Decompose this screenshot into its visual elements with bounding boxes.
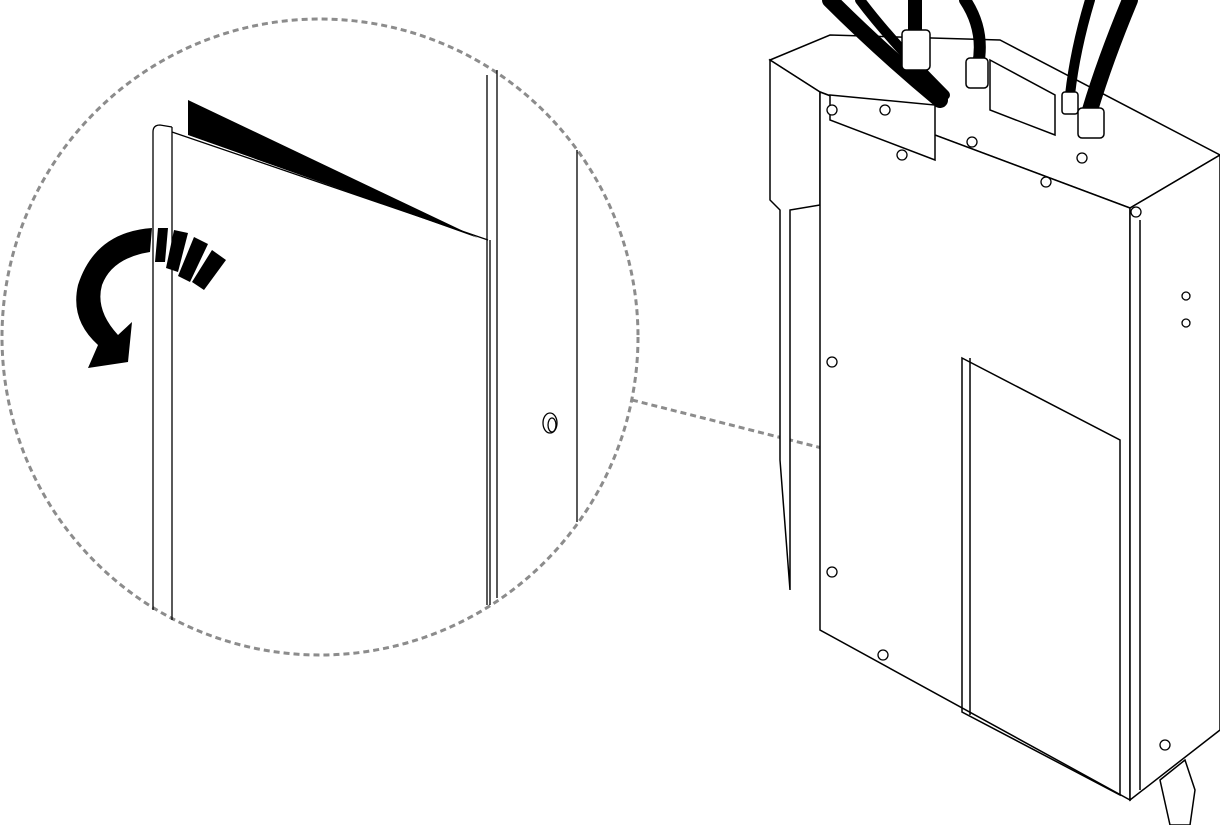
- device-unit: [768, 34, 1220, 825]
- curved-arrow-icon: [76, 228, 226, 368]
- screw: [966, 136, 978, 148]
- screw: [877, 649, 889, 661]
- panel-edge-left: [152, 124, 173, 610]
- device-side-face: [1129, 154, 1220, 802]
- panel-gap-wedge: [188, 100, 478, 238]
- screw: [826, 566, 838, 578]
- callout-circle: [0, 17, 640, 657]
- screw: [879, 104, 891, 116]
- hose: [1065, 0, 1095, 100]
- screw-hole-inner: [547, 417, 557, 433]
- screw: [826, 104, 838, 116]
- device-screws: [826, 104, 1191, 751]
- screw: [1130, 206, 1142, 218]
- screw: [1040, 176, 1052, 188]
- fitting: [1077, 107, 1105, 139]
- fitting: [901, 29, 931, 71]
- hose-fittings: [901, 29, 1105, 139]
- detail-panel: [152, 70, 578, 620]
- device-left-bracket: [769, 58, 821, 591]
- hose: [822, 0, 948, 108]
- fitting: [965, 57, 989, 89]
- screw: [1181, 291, 1191, 301]
- detail-callout: [0, 17, 989, 657]
- hose: [855, 0, 950, 100]
- callout-leader-line: [631, 398, 989, 492]
- device-front-cover: [961, 356, 1121, 797]
- screw: [896, 149, 908, 161]
- screw: [1181, 318, 1191, 328]
- mount-tab: [1159, 758, 1196, 825]
- hose: [1082, 0, 1138, 118]
- screw: [1076, 152, 1088, 164]
- connector-plate: [989, 58, 1056, 137]
- screw-hole: [542, 412, 558, 434]
- fitting: [1061, 91, 1079, 115]
- screw: [1159, 739, 1171, 751]
- device-front-face: [819, 90, 1131, 802]
- screw: [826, 356, 838, 368]
